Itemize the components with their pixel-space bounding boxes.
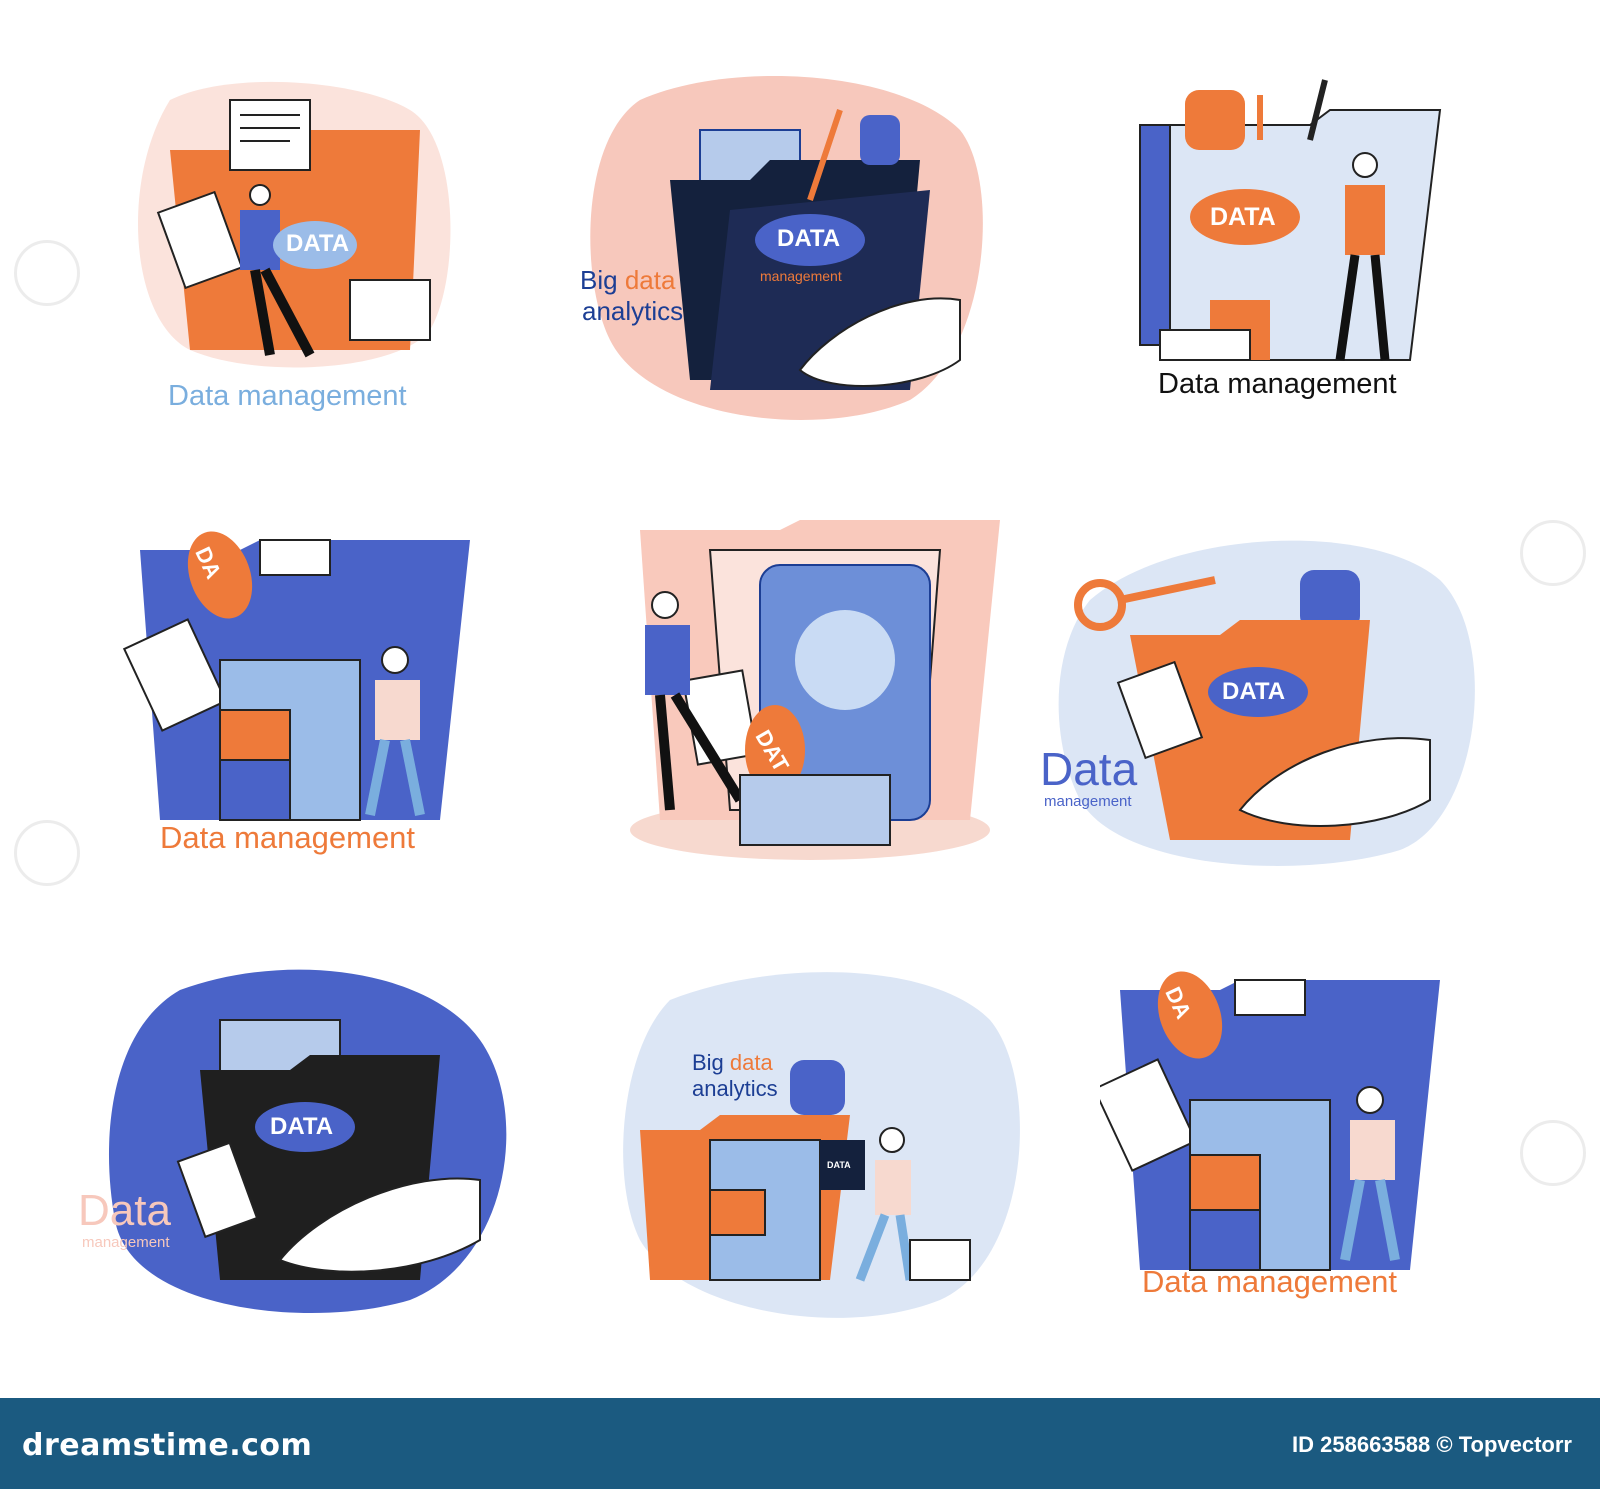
tile-3-caption: Data management: [1158, 368, 1397, 400]
illustration-tile-8: DATA Big data analytics: [610, 960, 1020, 1330]
folder-illustration-3: [1139, 79, 1442, 361]
tile-8-caption-analytics: analytics: [692, 1076, 778, 1101]
tile-8-caption-data: data: [729, 1050, 773, 1075]
illustration-tile-1: DATA Data management: [110, 60, 470, 430]
watermark-icon: [1520, 520, 1586, 586]
watermark-icon: [14, 820, 80, 886]
cabinet-illustration-4: [122, 531, 470, 821]
tile-7-caption-big: Data: [78, 1186, 171, 1235]
tile-2-caption-big: Big: [580, 265, 625, 295]
tile-4-caption: Data management: [160, 820, 416, 855]
tile-3-badge: DATA: [1210, 203, 1276, 231]
tile-7-badge: DATA: [270, 1113, 334, 1140]
tile-1-badge: DATA: [286, 230, 350, 257]
footer-bar: dreamstime.com ID 258663588 © Topvectorr: [0, 1398, 1600, 1489]
cabinet-illustration-8: [623, 972, 1020, 1318]
tile-1-caption: Data management: [168, 380, 407, 412]
tile-2-caption-analytics: analytics: [582, 296, 684, 326]
cabinet-illustration-9: [1100, 971, 1440, 1271]
tile-6-caption-small: management: [1044, 793, 1132, 810]
footer-brand: dreamstime.com: [22, 1428, 313, 1463]
illustration-tile-2: DATA management Big data analytics: [570, 60, 1010, 430]
tile-6-badge: DATA: [1222, 678, 1286, 705]
illustration-tile-9: DA Data management: [1100, 960, 1520, 1330]
watermark-icon: [1520, 1120, 1586, 1186]
folder-illustration-2: [590, 76, 983, 420]
illustration-tile-3: DATA Data management: [1110, 60, 1550, 430]
tile-6-caption-big: Data: [1040, 743, 1138, 795]
watermark-icon: [14, 240, 80, 306]
tile-8-badge: DATA: [827, 1160, 851, 1170]
tile-2-caption-line1: Big data: [580, 265, 675, 296]
folder-illustration-1: [137, 81, 451, 368]
tile-9-caption: Data management: [1142, 1264, 1398, 1299]
footer-image-id: ID 258663588 © Topvectorr: [1292, 1432, 1572, 1457]
illustration-tile-7: DATA Data management: [70, 960, 520, 1320]
illustration-tile-4: DA Data management: [120, 520, 520, 880]
illustration-tile-6: DATA Data management: [1040, 520, 1500, 880]
tile-8-caption-big: Big: [692, 1050, 730, 1075]
tile-2-badge-sub: management: [760, 268, 842, 284]
tile-7-caption-small: management: [82, 1234, 170, 1251]
folder-illustration-6: [1058, 540, 1475, 866]
tile-2-badge: DATA: [777, 225, 841, 252]
server-illustration-5: [630, 520, 1000, 860]
folder-illustration-7: [108, 969, 507, 1314]
illustration-tile-5: DAT: [600, 510, 1030, 880]
tile-8-caption-line1: Big data: [692, 1050, 773, 1076]
tile-2-caption-data: data: [624, 265, 676, 295]
